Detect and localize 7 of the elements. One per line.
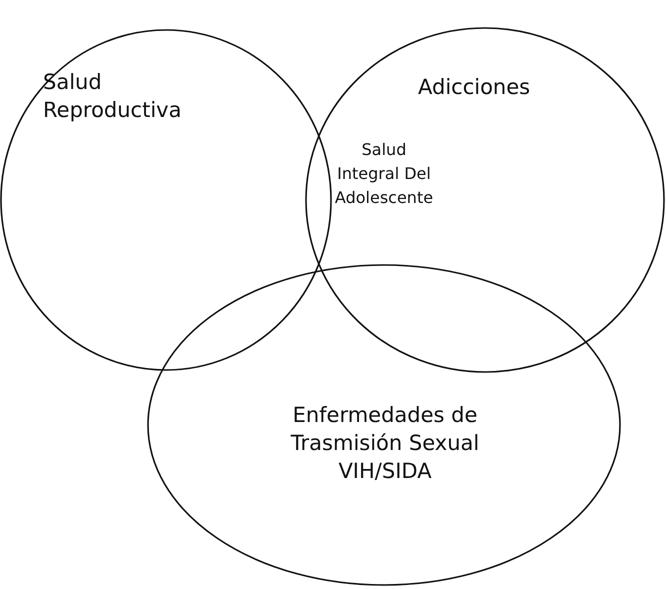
circle-label: Adicciones bbox=[418, 74, 532, 101]
overlap-label: Salud Integral Del Adolescente bbox=[334, 139, 434, 209]
circle-label: Enfermedades de Trasmisión Sexual VIH/SIDA bbox=[290, 402, 480, 485]
circle-label: Salud Reproductiva bbox=[43, 69, 182, 124]
venn-circle bbox=[306, 28, 664, 372]
venn-circle bbox=[1, 30, 331, 370]
venn-circle bbox=[148, 265, 620, 585]
